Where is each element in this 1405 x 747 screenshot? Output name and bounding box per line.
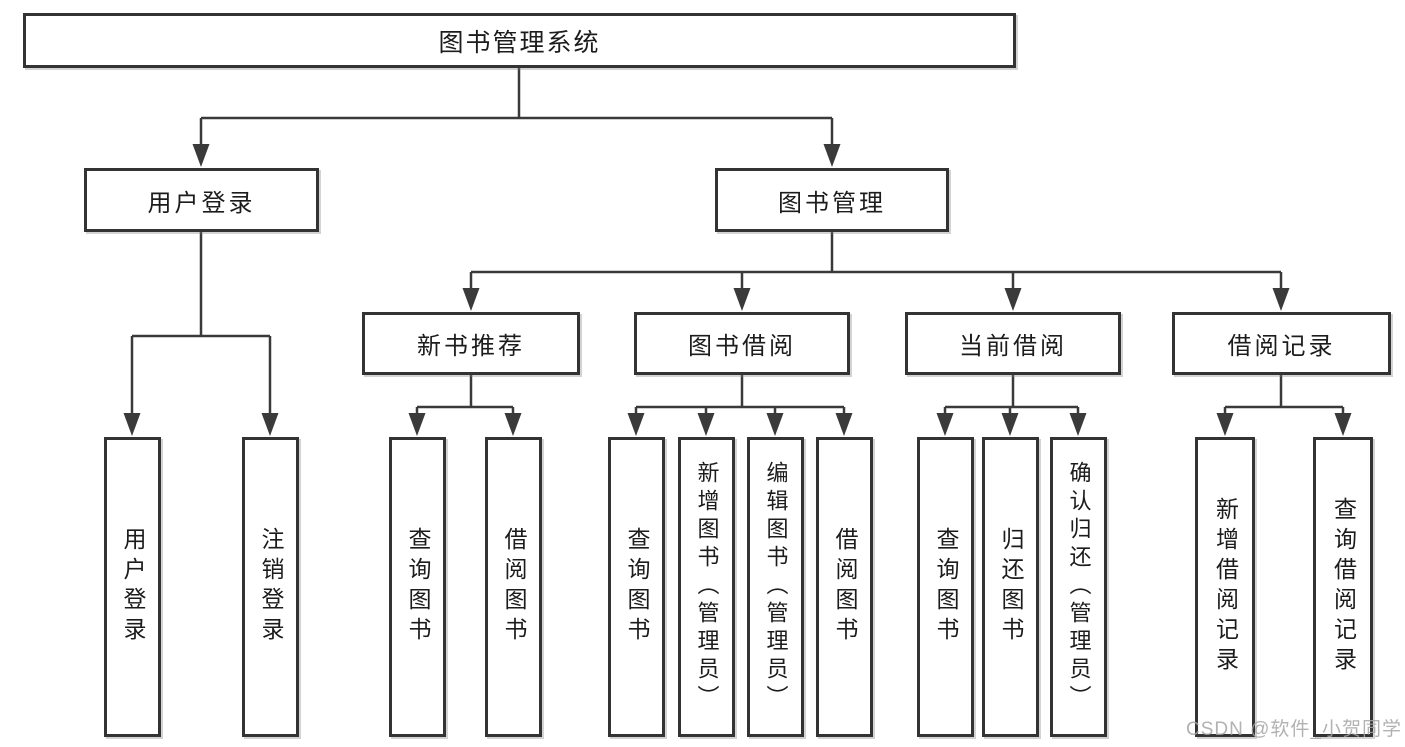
leaf-query-books-current-label: 查询图书: [933, 527, 959, 647]
leaf-borrow-books-recommend-label: 借阅图书: [501, 527, 527, 647]
leaf-borrow-books-recommend: 借阅图书: [485, 437, 542, 737]
group-book-borrowing-label: 图书借阅: [688, 333, 796, 360]
leaf-add-borrow-record: 新增借阅记录: [1195, 437, 1255, 737]
leaf-borrow-books-borrowing-label: 借阅图书: [832, 527, 858, 647]
group-new-book-recommendation-label: 新书推荐: [417, 333, 525, 360]
leaf-add-book-admin: 新增图书（管理员）: [678, 437, 735, 737]
csdn-watermark: CSDN @软件_小贺同学: [1186, 719, 1402, 740]
leaf-add-borrow-record-label: 新增借阅记录: [1212, 497, 1239, 677]
leaf-logout-label: 注销登录: [258, 527, 284, 647]
tree-edges: [130, 68, 1345, 419]
leaf-confirm-return-admin-label: 确认归还（管理员）: [1066, 461, 1092, 713]
group-current-borrowing-label: 当前借阅: [959, 333, 1067, 360]
leaf-return-book-label: 归还图书: [998, 527, 1024, 647]
leaf-add-book-admin-label: 新增图书（管理员）: [694, 461, 720, 713]
leaf-query-borrow-record-label: 查询借阅记录: [1330, 497, 1357, 677]
leaf-query-borrow-record: 查询借阅记录: [1313, 437, 1373, 737]
leaf-logout: 注销登录: [242, 437, 299, 737]
leaf-user-login: 用户登录: [104, 437, 161, 737]
leaf-edit-book-admin-label: 编辑图书（管理员）: [763, 461, 789, 713]
arrowheads: [123, 144, 1352, 436]
leaf-user-login-label: 用户登录: [120, 527, 146, 647]
leaf-query-books-current: 查询图书: [917, 437, 974, 737]
group-borrowing-records: 借阅记录: [1172, 312, 1391, 375]
root-node-library-management-system: 图书管理系统: [23, 13, 1016, 68]
leaf-query-books-recommend-label: 查询图书: [405, 527, 431, 647]
branch-user-login: 用户登录: [84, 168, 319, 232]
root-node-label: 图书管理系统: [438, 28, 601, 57]
group-book-borrowing: 图书借阅: [634, 312, 850, 375]
branch-book-management-label: 图书管理: [778, 189, 886, 217]
leaf-borrow-books-borrowing: 借阅图书: [816, 437, 873, 737]
leaf-return-book: 归还图书: [982, 437, 1039, 737]
group-current-borrowing: 当前借阅: [905, 312, 1121, 375]
branch-user-login-label: 用户登录: [147, 189, 256, 217]
group-new-book-recommendation: 新书推荐: [362, 312, 580, 375]
group-borrowing-records-label: 借阅记录: [1227, 333, 1336, 360]
leaf-query-books-borrowing-label: 查询图书: [624, 527, 650, 647]
leaf-confirm-return-admin: 确认归还（管理员）: [1050, 437, 1107, 737]
leaf-edit-book-admin: 编辑图书（管理员）: [747, 437, 804, 737]
branch-book-management: 图书管理: [715, 168, 949, 232]
leaf-query-books-borrowing: 查询图书: [608, 437, 665, 737]
leaf-query-books-recommend: 查询图书: [389, 437, 446, 737]
